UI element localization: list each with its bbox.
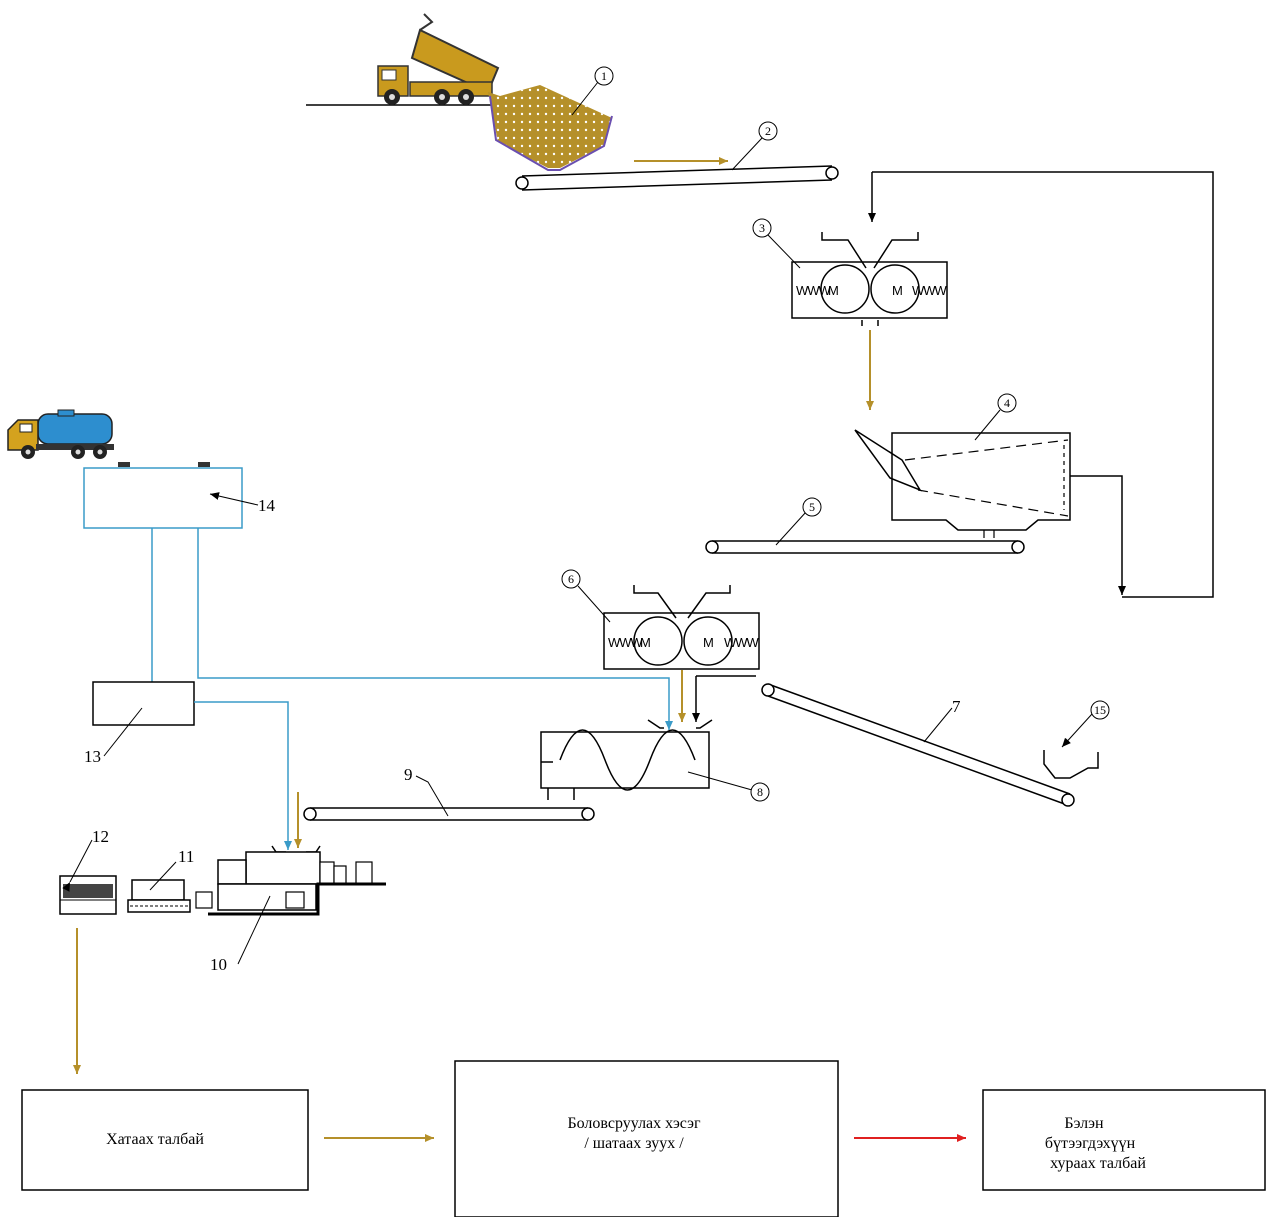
feed-hopper-15: 15 — [1043, 700, 1110, 779]
drying-yard-label: Хатаах талбай — [106, 1131, 204, 1148]
roller-crusher-3: WWW M M WWW 3 — [752, 218, 949, 326]
water-pipe-pump-to-press — [194, 701, 292, 850]
storage-label-line1: Бэлэн — [1064, 1115, 1104, 1132]
clay-hopper — [488, 85, 613, 171]
label-9: 9 — [404, 765, 413, 784]
label-4: 4 — [1004, 396, 1010, 410]
conveyor-5: 5 — [705, 497, 1025, 554]
vibrating-screen-4: 4 — [854, 393, 1071, 538]
conveyor-9: 9 — [303, 765, 595, 821]
oversize-return-line — [1070, 475, 1126, 595]
label-12: 12 — [92, 827, 109, 846]
processing-kiln-box: Боловсруулах хэсэг / шатаах зуух / — [454, 1060, 839, 1217]
water-pump-13: 13 — [84, 681, 195, 766]
roller-crusher-6: WWW M M WWW 6 — [561, 569, 761, 670]
spring-left-text: WWW — [796, 283, 832, 298]
roller-left-text: M — [828, 283, 838, 298]
roller-right-text-6: M — [703, 635, 713, 650]
roller-right-text: M — [892, 283, 902, 298]
label-3: 3 — [759, 221, 765, 235]
label-1: 1 — [601, 69, 607, 83]
brick-press-10: 10 — [195, 845, 386, 974]
label-10: 10 — [210, 955, 227, 974]
label-15: 15 — [1094, 703, 1106, 717]
label-7: 7 — [952, 697, 961, 716]
label-6: 6 — [568, 572, 574, 586]
dump-truck-icon — [377, 13, 500, 105]
label-13: 13 — [84, 747, 101, 766]
label-2: 2 — [765, 124, 771, 138]
storage-label-line2: бүтээгдэхүүн — [1045, 1135, 1136, 1152]
brick-cutter-11: 11 — [127, 847, 194, 913]
water-pipe-to-mixer — [197, 528, 673, 730]
processing-kiln-label-line1: Боловсруулах хэсэг — [567, 1115, 701, 1132]
label-11: 11 — [178, 847, 194, 866]
finished-product-storage-box: Бэлэн бүтээгдэхүүн хураах талбай — [982, 1089, 1266, 1191]
recycle-line — [872, 171, 1214, 598]
processing-kiln-label-line2: / шатаах зуух / — [584, 1135, 684, 1152]
callout-1: 1 — [571, 66, 614, 116]
spring-left-text-6: WWW — [608, 635, 644, 650]
roller-left-text-6: M — [640, 635, 650, 650]
storage-label-line3: хураах талбай — [1050, 1155, 1146, 1172]
screw-mixer-8: 8 — [540, 719, 770, 802]
label-8: 8 — [757, 785, 763, 799]
label-5: 5 — [809, 500, 815, 514]
water-tank-14: 14 — [83, 462, 276, 529]
water-tanker-truck-icon — [7, 409, 114, 459]
label-14: 14 — [258, 496, 276, 515]
conveyor-7: 7 — [761, 683, 1075, 807]
spring-right-text: WWW — [912, 283, 948, 298]
drying-yard-box: Хатаах талбай — [21, 1089, 309, 1191]
brick-rack-12: 12 — [59, 827, 117, 915]
conveyor-2: 2 — [515, 121, 839, 191]
spring-right-text-6: WWW — [724, 635, 760, 650]
